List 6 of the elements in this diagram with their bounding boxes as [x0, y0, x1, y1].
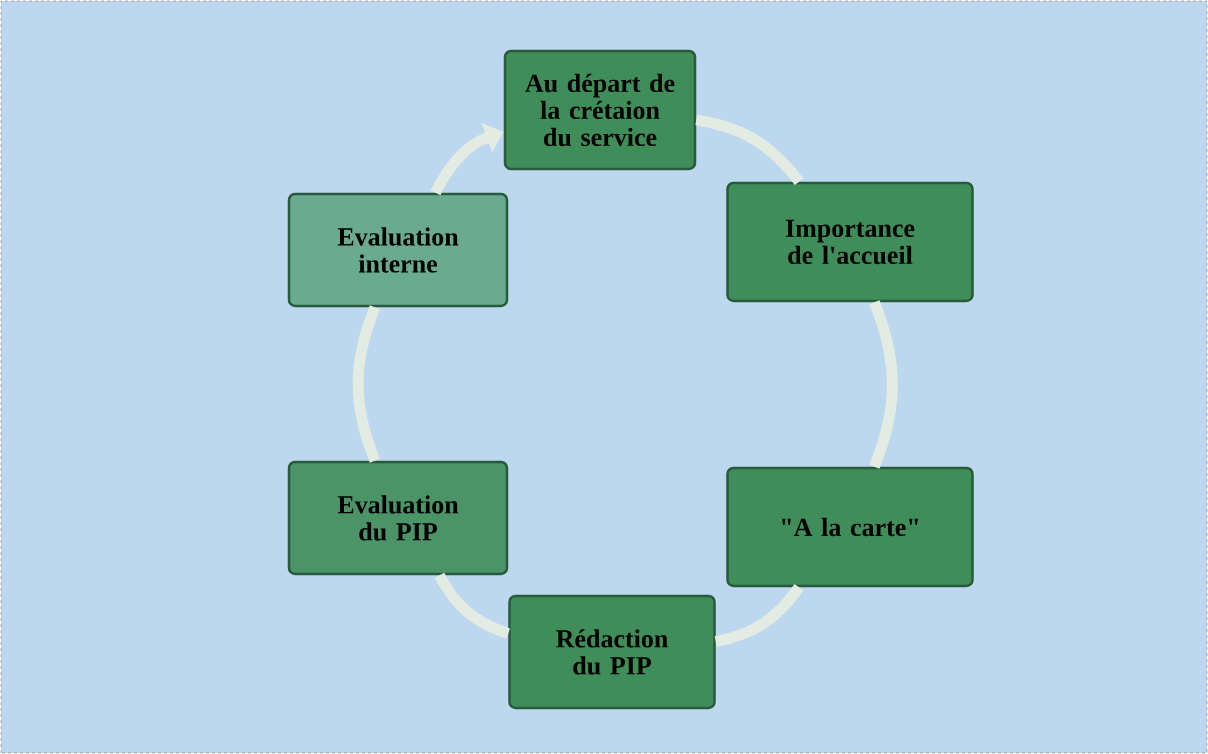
- process-box: Importance de l'accueil: [726, 181, 974, 303]
- process-box: Evaluation interne: [287, 192, 509, 308]
- process-box: "A la carte": [726, 466, 974, 588]
- process-box: Au départ de la crétaion du service: [503, 49, 697, 171]
- process-box: Rédaction du PIP: [508, 594, 716, 710]
- process-box: Evaluation du PIP: [287, 460, 509, 576]
